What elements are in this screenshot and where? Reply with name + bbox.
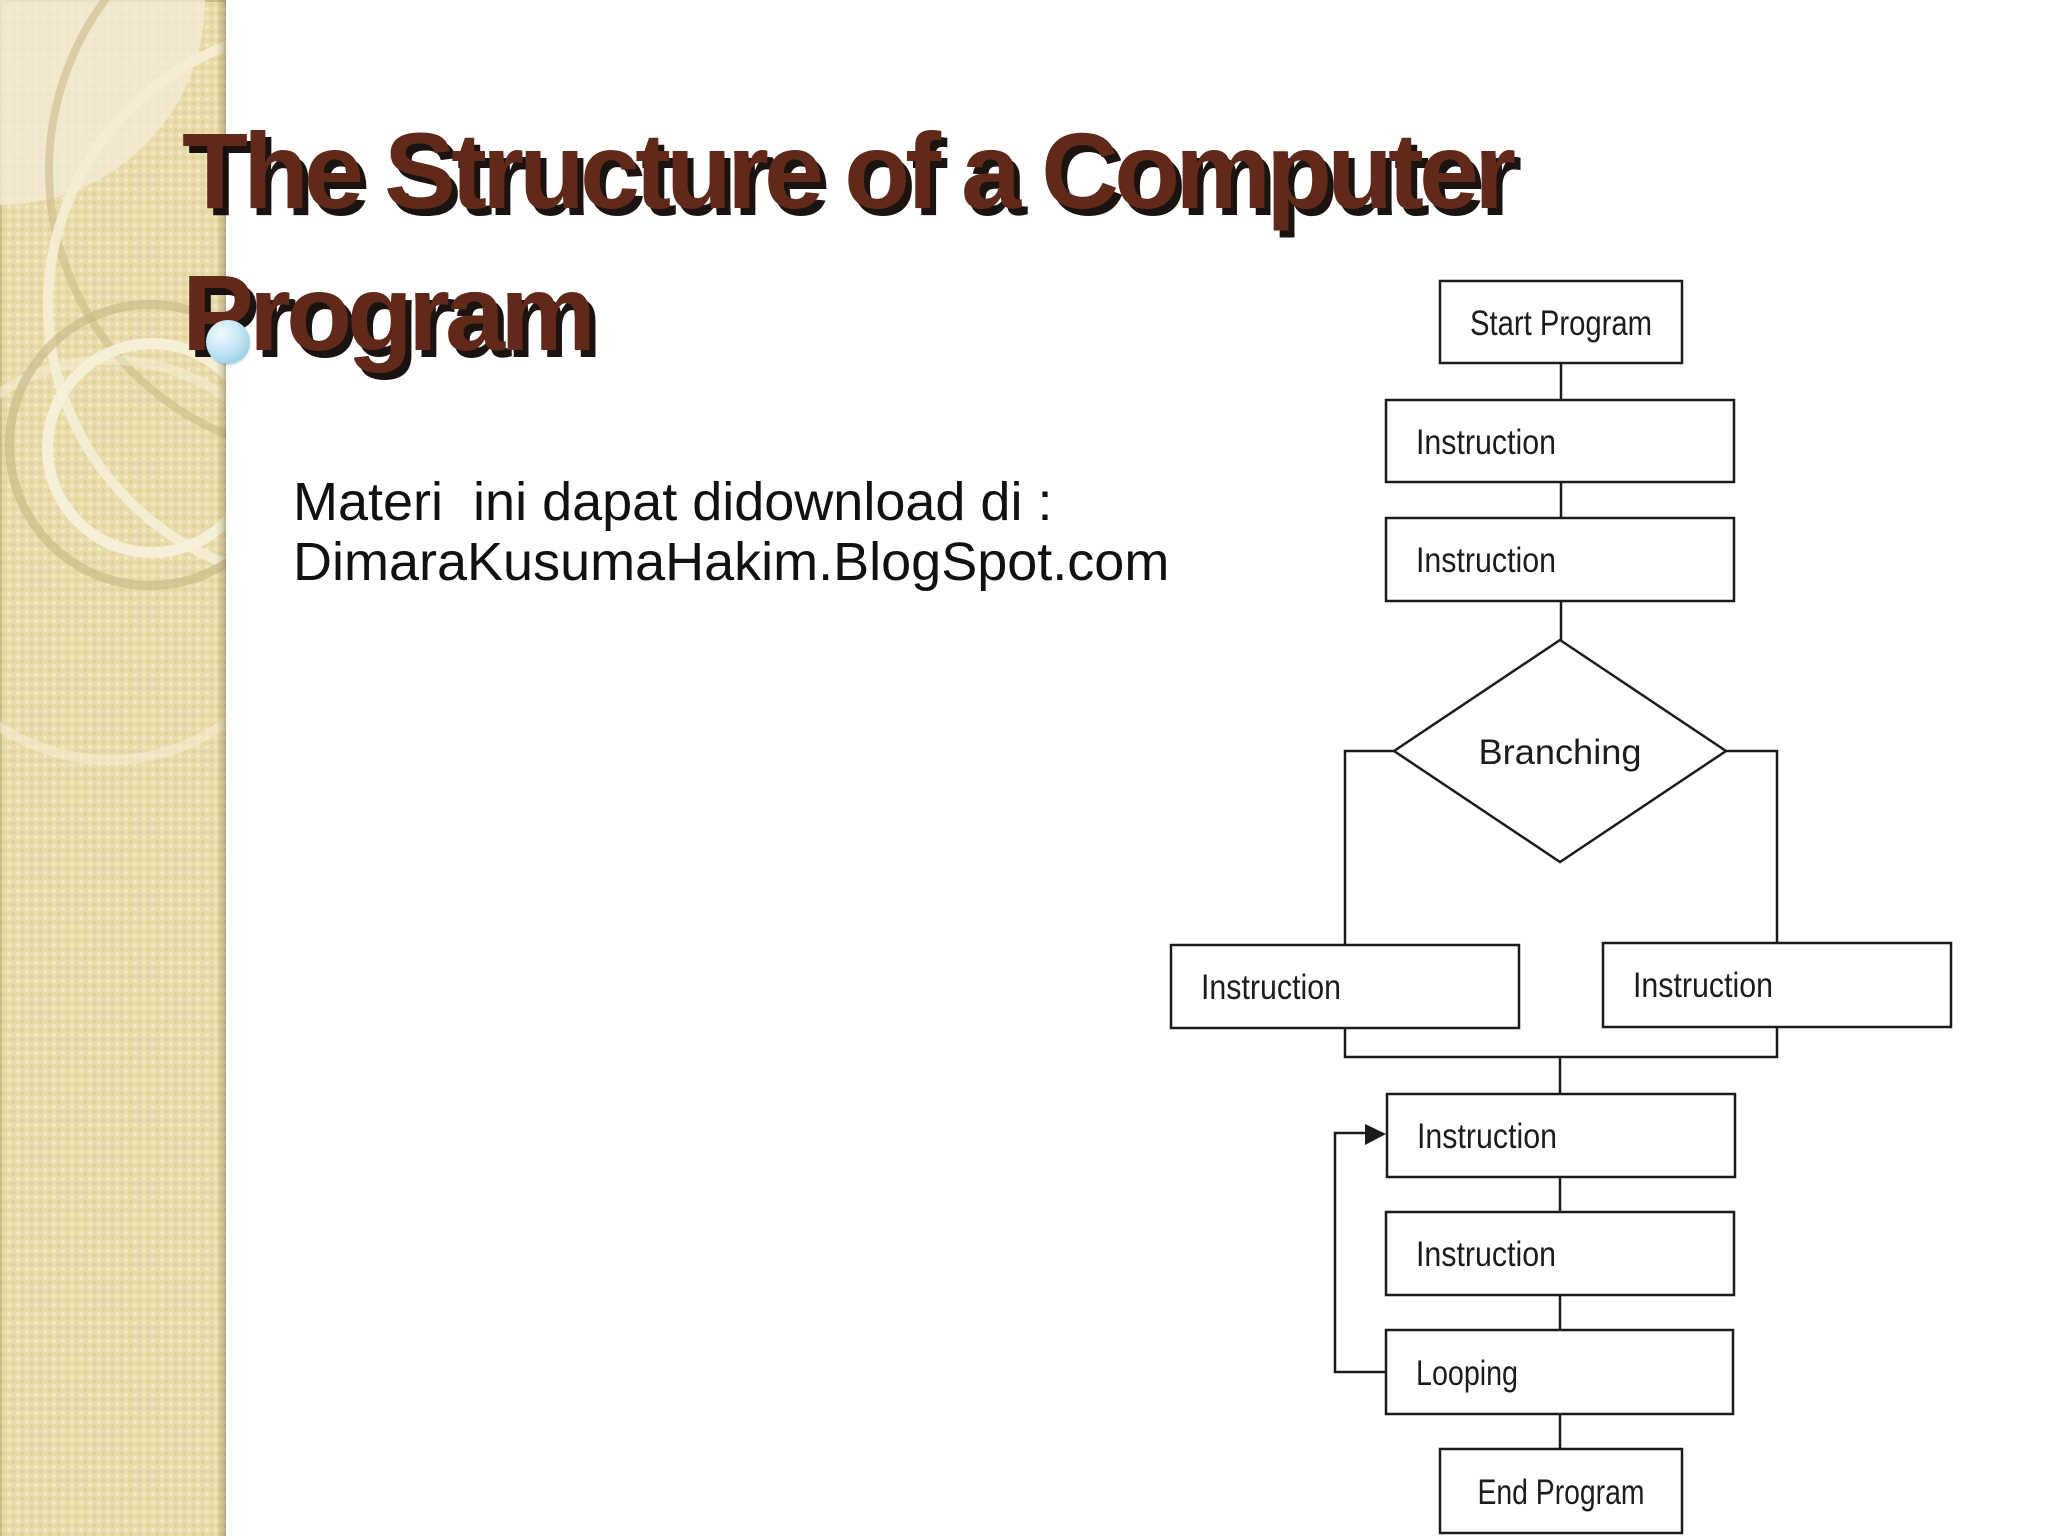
title-line-1: The Structure of a Computer	[182, 110, 1516, 231]
download-url: DimaraKusumaHakim.BlogSpot.com	[293, 532, 1170, 592]
loop-back-arrowhead-icon	[1365, 1124, 1386, 1145]
edge-branch-merge-line	[1343, 1027, 1779, 1059]
flowchart-node-instruction-4	[1384, 1210, 1736, 1297]
flowchart-node-start	[1438, 279, 1684, 365]
flowchart-node-branching	[1391, 638, 1729, 864]
flowchart-label-instruction-2: Instruction	[1416, 541, 1556, 580]
edge-branching-to-left-instruction	[1343, 749, 1394, 945]
download-note-line-1: Materi ini dapat didownload di :	[293, 472, 1053, 532]
decorative-sphere	[206, 320, 250, 364]
sidebar-decoration	[0, 0, 226, 1536]
flowchart-node-instruction-branch-right	[1601, 941, 1953, 1029]
flowchart-label-instruction-branch-left: Instruction	[1201, 968, 1341, 1007]
title-line-2: Program	[182, 252, 596, 373]
download-note: Materi ini dapat didownload di : DimaraK…	[293, 472, 1169, 592]
flowchart-label-instruction-branch-right: Instruction	[1633, 966, 1773, 1005]
flowchart-label-end: End Program	[1478, 1473, 1645, 1512]
sidebar-edge-shadow	[216, 0, 226, 1536]
flowchart-node-instruction-1	[1384, 398, 1736, 484]
edge-branching-to-right-instruction	[1726, 749, 1779, 943]
sidebar-ring-small-tan	[5, 300, 226, 590]
flowchart-node-instruction-branch-left	[1169, 943, 1521, 1030]
flowchart-node-looping	[1384, 1328, 1735, 1416]
sidebar-ring-small-cream	[42, 338, 226, 558]
flowchart-label-instruction-4: Instruction	[1416, 1235, 1556, 1274]
edge-loop-back	[1333, 1131, 1386, 1374]
flowchart-node-end	[1438, 1447, 1684, 1535]
flowchart-label-instruction-1: Instruction	[1416, 423, 1556, 462]
flowchart-node-instruction-3	[1385, 1092, 1737, 1179]
flowchart-label-start: Start Program	[1470, 304, 1652, 343]
flowchart-node-instruction-2	[1384, 516, 1736, 603]
flowchart-label-looping: Looping	[1416, 1354, 1518, 1393]
slide-title: The Structure of a Computer Program	[182, 100, 1516, 384]
flowchart-label-branching: Branching	[1479, 733, 1642, 772]
flowchart-label-instruction-3: Instruction	[1417, 1117, 1557, 1156]
